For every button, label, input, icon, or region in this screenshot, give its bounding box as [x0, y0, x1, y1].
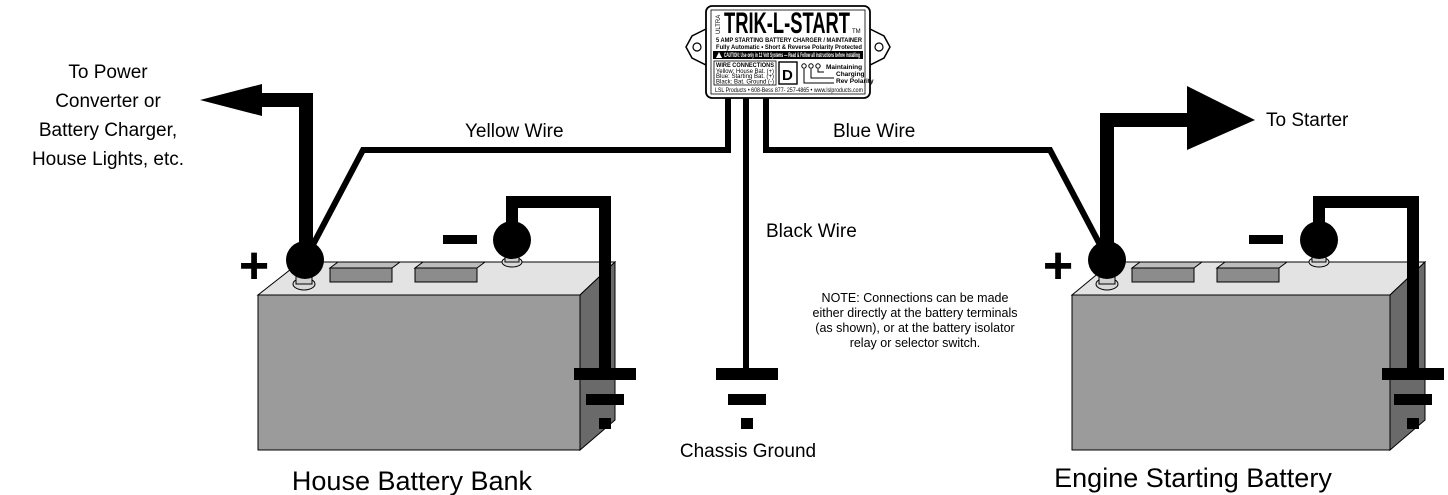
engine-negative-terminal	[1300, 221, 1338, 259]
right-arrowhead	[1187, 86, 1255, 150]
engine-battery	[1070, 247, 1427, 452]
left-destination-line-2: Converter or	[55, 91, 161, 112]
left-arrowhead	[200, 84, 262, 116]
house-ground-symbol	[574, 368, 636, 429]
yellow-wire	[303, 88, 731, 260]
engine-positive-terminal	[1088, 241, 1126, 279]
black-wire-label: Black Wire	[766, 221, 857, 242]
left-destination-line-3: Battery Charger,	[39, 120, 177, 141]
house-minus-sign	[443, 235, 477, 244]
device-trademark: TM	[852, 29, 861, 35]
device-name: TRIK-L-START	[724, 7, 850, 40]
engine-battery-label: Engine Starting Battery	[1054, 463, 1332, 493]
note-line-2: either directly at the battery terminals	[813, 306, 1018, 320]
device-brand: ULTRA	[716, 15, 722, 34]
blue-wire	[763, 88, 1110, 260]
house-battery	[256, 247, 617, 452]
device-footer: LSL Products • 608-Bess 877- 257-4865 • …	[715, 88, 863, 94]
device-connections-heading: WIRE CONNECTIONS	[716, 62, 775, 69]
device-status-charging: Charging	[836, 71, 865, 78]
blue-wire-label: Blue Wire	[833, 121, 915, 142]
left-destination-line-4: House Lights, etc.	[32, 149, 184, 170]
house-plus-sign: +	[239, 237, 269, 295]
chassis-ground-label: Chassis Ground	[680, 441, 816, 462]
note-line-3: (as shown), or at the battery isolator	[815, 321, 1014, 335]
device-status-reverse: Rev Polarity	[836, 78, 874, 85]
note-line-1: NOTE: Connections can be made	[822, 291, 1009, 305]
right-destination-label: To Starter	[1266, 110, 1349, 131]
device-connection-black: Black: Bat. Ground (-)	[716, 80, 774, 86]
house-ground-wire	[506, 196, 611, 372]
note-line-4: relay or selector switch.	[850, 336, 981, 350]
engine-minus-sign	[1249, 235, 1283, 244]
trik-l-start-device: ULTRA TRIK-L-START TM 5 AMP STARTING BAT…	[685, 5, 891, 99]
device-d-label: D	[782, 67, 793, 84]
house-negative-terminal	[493, 221, 531, 259]
device-connection-yellow: Yellow: House Bat. (+)	[716, 69, 774, 75]
house-positive-terminal	[286, 241, 324, 279]
house-output-wire	[232, 93, 313, 258]
engine-plus-sign: +	[1043, 237, 1073, 295]
left-destination-line-1: To Power	[68, 62, 148, 83]
starter-output-wire	[1100, 113, 1195, 258]
device-subtitle: 5 AMP STARTING BATTERY CHARGER / MAINTAI…	[716, 37, 862, 44]
led-icons	[801, 63, 834, 84]
house-battery-label: House Battery Bank	[292, 466, 533, 495]
device-status-maintaining: Maintaining	[826, 64, 862, 71]
chassis-ground-symbol	[716, 368, 778, 429]
device-connection-blue: Blue: Starting Bat. (+)	[716, 74, 774, 80]
device-warning: CAUTION: Use only in 12 Volt Systems — R…	[724, 53, 860, 59]
wires	[232, 88, 1419, 372]
engine-ground-wire	[1313, 196, 1419, 372]
device-features: Fully Automatic • Short & Reverse Polari…	[716, 44, 862, 51]
engine-ground-symbol	[1382, 368, 1444, 429]
yellow-wire-label: Yellow Wire	[465, 121, 564, 142]
